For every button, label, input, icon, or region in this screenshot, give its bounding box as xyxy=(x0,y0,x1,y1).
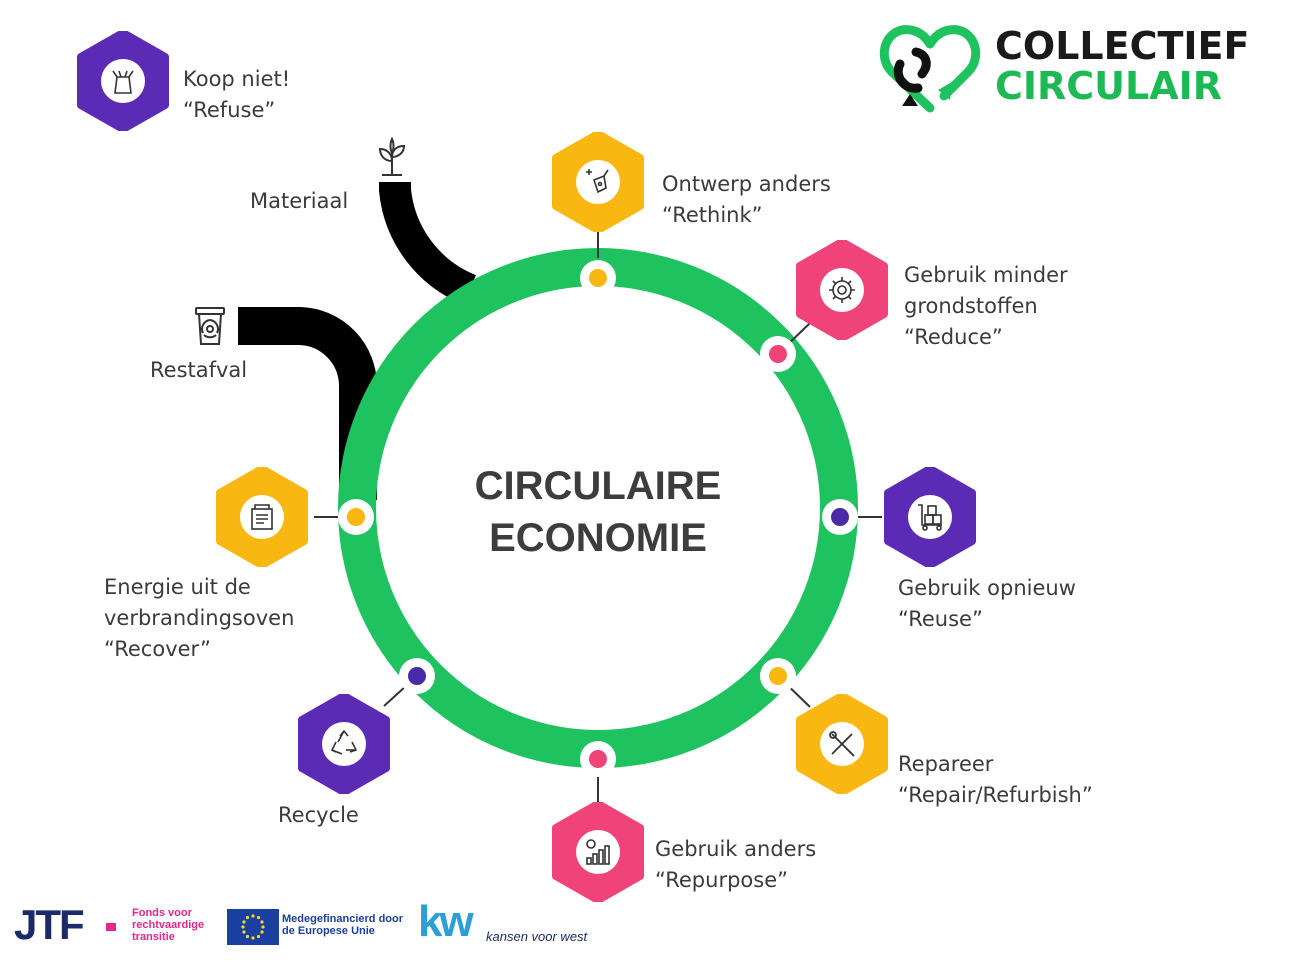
plant-icon xyxy=(378,136,406,176)
recycle-label: Recycle xyxy=(278,803,359,827)
node-rethink xyxy=(580,260,616,296)
files-icon xyxy=(251,504,273,530)
node-recycle xyxy=(399,658,435,694)
repair-label: Repareer“Repair/Refurbish” xyxy=(898,752,1093,807)
collectief-circulair-logo-mark xyxy=(879,25,981,113)
restafval-label: Restafval xyxy=(150,358,248,382)
node-repurpose xyxy=(580,741,616,777)
logo-line1: COLLECTIEF xyxy=(995,24,1250,68)
bar-chart-icon xyxy=(586,839,610,865)
ring-nodes xyxy=(338,260,858,777)
tools-icon xyxy=(829,731,855,757)
repurpose-label: Gebruik anders“Repurpose” xyxy=(655,837,817,892)
refuse-label: Koop niet!“Refuse” xyxy=(183,67,291,122)
repair-badge xyxy=(792,694,892,794)
reduce-badge xyxy=(792,240,892,340)
biohazard-bin-icon xyxy=(195,307,225,345)
recycle-badge xyxy=(294,694,394,794)
gear-icon xyxy=(829,277,855,303)
reuse-badge xyxy=(880,467,980,567)
kw-logo: kw xyxy=(418,897,474,946)
center-title-line2: ECONOMIE xyxy=(489,516,707,560)
materiaal-flow-path xyxy=(379,182,477,305)
center-title: CIRCULAIRE ECONOMIE xyxy=(448,460,748,564)
recover-badge xyxy=(212,467,312,567)
pen-tool-icon xyxy=(586,169,609,194)
eu-flag-icon xyxy=(227,909,279,945)
node-repair xyxy=(760,658,796,694)
restafval-flow-path xyxy=(238,307,377,500)
materiaal-label: Materiaal xyxy=(250,189,349,213)
refuse-badge xyxy=(73,31,173,131)
rethink-label: Ontwerp anders“Rethink” xyxy=(662,172,831,227)
rethink-badge xyxy=(548,132,648,232)
logo-wordmark: COLLECTIEF CIRCULAIR xyxy=(995,26,1249,106)
jtf-logo: JTF xyxy=(14,901,85,948)
node-recover xyxy=(338,499,374,535)
logo-line2: CIRCULAIR xyxy=(995,64,1223,108)
footer-logos: JTF Fonds voor rechtvaardige transitie M… xyxy=(14,899,614,951)
center-title-line1: CIRCULAIRE xyxy=(474,464,722,508)
jtf-caption: Fonds voor rechtvaardige transitie xyxy=(132,907,205,943)
jtf-dot xyxy=(106,923,116,931)
kw-caption: kansen voor west xyxy=(486,929,588,944)
eu-caption: Medegefinancierd door de Europese Unie xyxy=(282,913,404,937)
plastic-bag-icon xyxy=(112,70,134,94)
repurpose-badge xyxy=(548,802,648,902)
node-reduce xyxy=(760,336,796,372)
recycle-icon xyxy=(330,729,358,755)
node-reuse xyxy=(822,499,858,535)
hand-truck-icon xyxy=(918,504,942,531)
reuse-label: Gebruik opnieuw“Reuse” xyxy=(898,576,1076,631)
